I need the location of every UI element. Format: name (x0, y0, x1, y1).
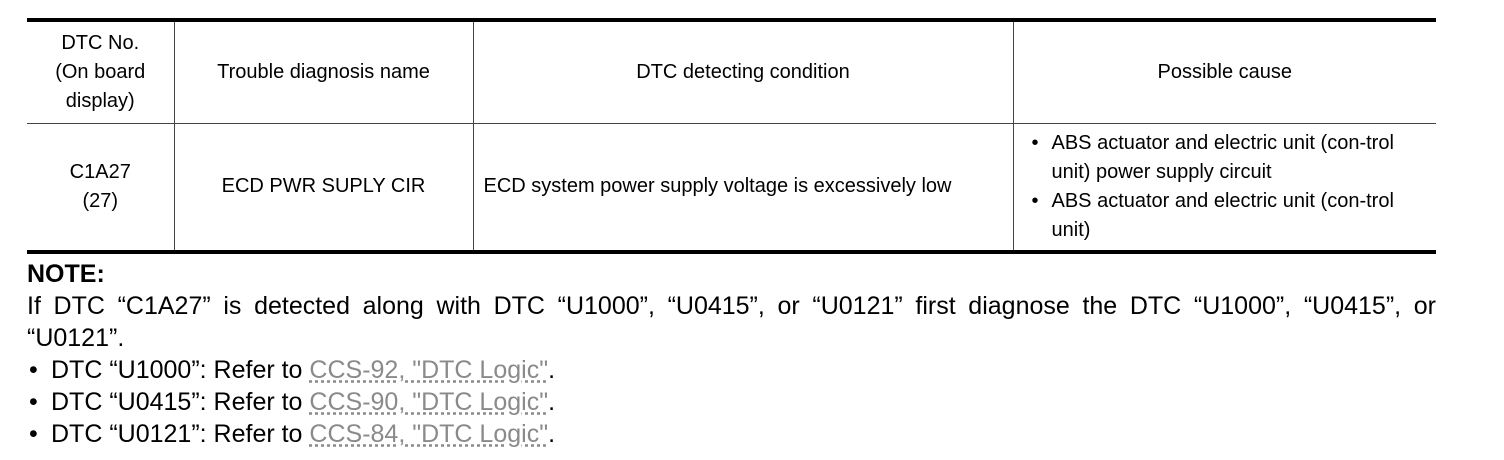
note-title: NOTE: (27, 260, 105, 288)
reference-list: DTC “U1000”: Refer to CCS-92, "DTC Logic… (27, 354, 1436, 450)
ref-link-ccs-84[interactable]: CCS-84, "DTC Logic" (309, 420, 549, 448)
dtc-display-code: (27) (82, 189, 119, 212)
header-possible-cause: Possible cause (1012, 20, 1436, 124)
dtc-table: DTC No. (On board display) Trouble diagn… (27, 18, 1436, 254)
ref-link-ccs-90[interactable]: CCS-90, "DTC Logic" (309, 388, 549, 416)
cell-possible-cause: ABS actuator and electric unit (con-trol… (1012, 123, 1436, 252)
note-body: If DTC “C1A27” is detected along with DT… (27, 292, 1436, 352)
header-detecting-condition: DTC detecting condition (472, 20, 1014, 124)
list-item: ABS actuator and electric unit (con-trol… (1024, 187, 1427, 245)
ref-link-ccs-92[interactable]: CCS-92, "DTC Logic" (309, 356, 549, 384)
table-header-row: DTC No. (On board display) Trouble diagn… (27, 20, 1436, 124)
ref-suffix: . (548, 420, 556, 448)
cell-detecting-condition: ECD system power supply voltage is exces… (472, 123, 1014, 252)
table-row: C1A27 (27) ECD PWR SUPLY CIR ECD system … (27, 123, 1436, 252)
list-item: DTC “U0121”: Refer to CCS-84, "DTC Logic… (27, 418, 1436, 450)
ref-suffix: . (548, 356, 556, 384)
ref-suffix: . (548, 388, 556, 416)
list-item: DTC “U1000”: Refer to CCS-92, "DTC Logic… (27, 354, 1436, 386)
dtc-code: C1A27 (69, 160, 131, 183)
ref-prefix: DTC “U0121”: Refer to (51, 420, 310, 448)
list-item: DTC “U0415”: Refer to CCS-90, "DTC Logic… (27, 386, 1436, 418)
ref-prefix: DTC “U1000”: Refer to (51, 356, 310, 384)
header-diagnosis-name: Trouble diagnosis name (173, 20, 474, 124)
possible-cause-list: ABS actuator and electric unit (con-trol… (1024, 129, 1427, 245)
ref-prefix: DTC “U0415”: Refer to (51, 388, 310, 416)
cell-diagnosis-name: ECD PWR SUPLY CIR (173, 123, 474, 252)
list-item: ABS actuator and electric unit (con-trol… (1024, 129, 1427, 187)
header-dtc-no: DTC No. (On board display) (27, 20, 175, 124)
dtc-table-container: DTC No. (On board display) Trouble diagn… (27, 18, 1436, 254)
cell-dtc-no: C1A27 (27) (27, 123, 175, 252)
note-section: NOTE: If DTC “C1A27” is detected along w… (27, 258, 1436, 450)
